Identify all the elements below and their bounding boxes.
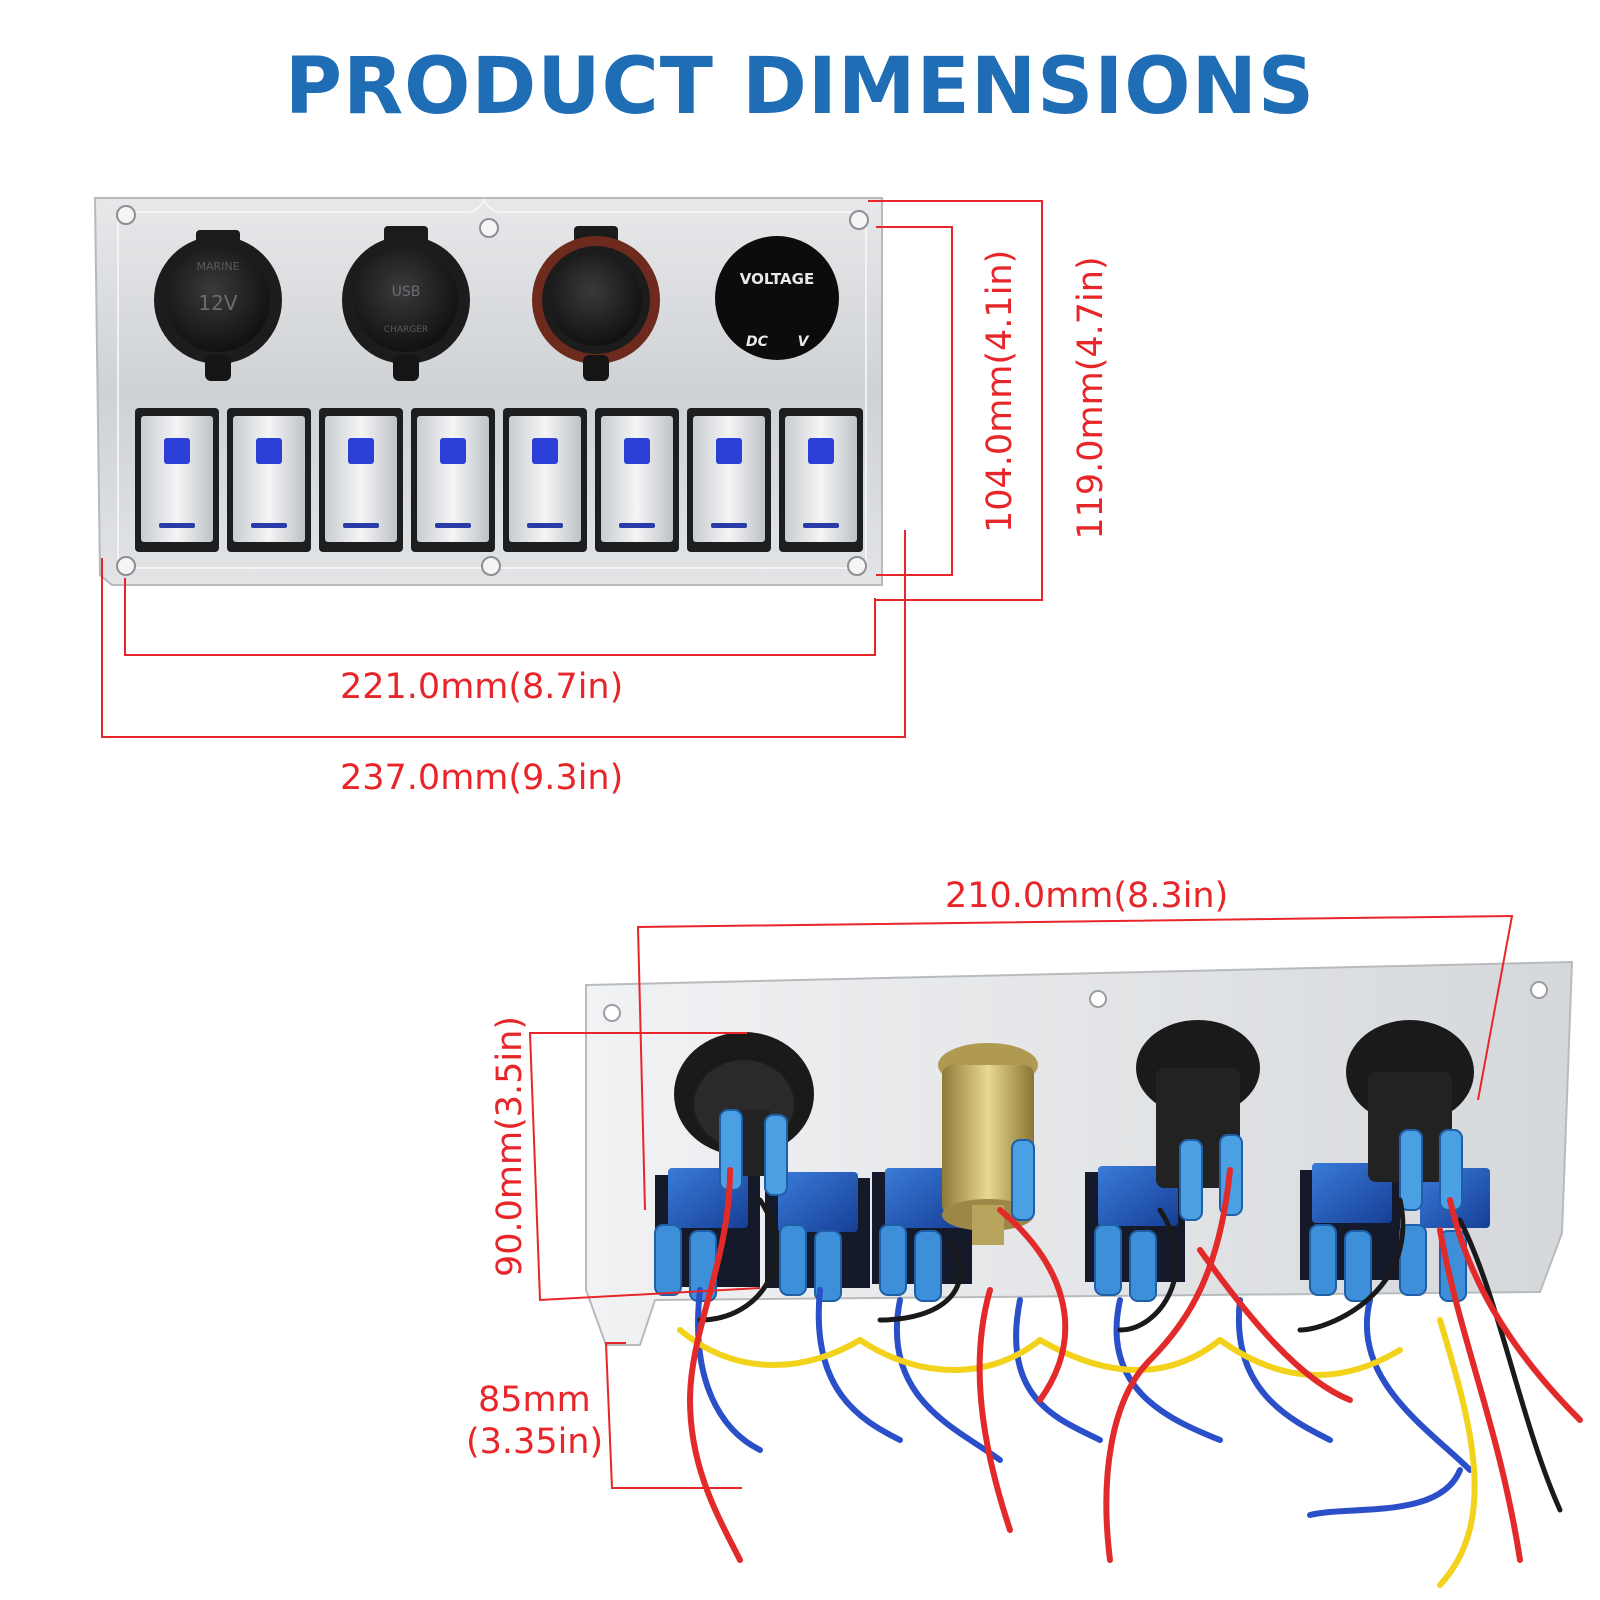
spade-terminal bbox=[879, 1224, 907, 1296]
back-panel-holes bbox=[603, 981, 1548, 1022]
switch-indicator-bar bbox=[711, 523, 747, 528]
switch-led-icon bbox=[164, 438, 190, 464]
spade-terminal bbox=[1309, 1224, 1337, 1296]
voltmeter-label: VOLTAGE bbox=[740, 270, 814, 288]
switch-led-icon bbox=[256, 438, 282, 464]
dimension-depth: 85mm bbox=[478, 1380, 591, 1420]
socket-usb-label: USB bbox=[392, 284, 421, 300]
socket-12v-label: 12V bbox=[198, 291, 237, 315]
dimension-back-height: 90.0mm(3.5in) bbox=[490, 1016, 530, 1277]
back-dimension-lines bbox=[528, 914, 1514, 1489]
socket-12v: 12V MARINE bbox=[154, 230, 282, 381]
voltmeter: VOLTAGE DC V bbox=[715, 236, 839, 360]
rocker-switch[interactable] bbox=[319, 408, 403, 552]
wiring-harness bbox=[677, 1167, 1583, 1588]
dimension-inner-height: 104.0mm(4.1in) bbox=[980, 249, 1020, 533]
panel-screw bbox=[116, 205, 869, 576]
rocker-switch-row bbox=[135, 408, 863, 552]
spade-terminal bbox=[1011, 1139, 1035, 1221]
rocker-switch[interactable] bbox=[779, 408, 863, 552]
spade-terminal bbox=[1344, 1230, 1372, 1302]
switch-indicator-bar bbox=[527, 523, 563, 528]
switch-led-icon bbox=[348, 438, 374, 464]
switch-led-icon bbox=[532, 438, 558, 464]
switch-indicator-bar bbox=[435, 523, 471, 528]
spade-terminal bbox=[1399, 1224, 1427, 1296]
dimension-outer-height: 119.0mm(4.7in) bbox=[1071, 256, 1111, 540]
rocker-switch[interactable] bbox=[503, 408, 587, 552]
dimension-back-width: 210.0mm(8.3in) bbox=[945, 876, 1229, 916]
switch-led-icon bbox=[716, 438, 742, 464]
rocker-switch[interactable] bbox=[687, 408, 771, 552]
spade-terminal bbox=[654, 1224, 682, 1296]
back-socket-12v-2 bbox=[1346, 1020, 1474, 1182]
switch-indicator-bar bbox=[251, 523, 287, 528]
spade-terminal bbox=[1399, 1129, 1423, 1211]
switch-led-icon bbox=[808, 438, 834, 464]
switch-led-icon bbox=[440, 438, 466, 464]
socket-usb-2 bbox=[532, 226, 660, 381]
socket-usb: USB CHARGER bbox=[342, 226, 470, 381]
dimension-inner-width: 221.0mm(8.7in) bbox=[340, 667, 624, 707]
rocker-switch[interactable] bbox=[227, 408, 311, 552]
switch-indicator-bar bbox=[619, 523, 655, 528]
socket-usb-ring-label: CHARGER bbox=[384, 325, 428, 335]
switch-indicator-bar bbox=[343, 523, 379, 528]
rocker-switch[interactable] bbox=[411, 408, 495, 552]
spade-terminal bbox=[1129, 1230, 1157, 1302]
spade-terminal bbox=[1179, 1139, 1203, 1221]
spade-terminal bbox=[814, 1230, 842, 1302]
page-title: PRODUCT DIMENSIONS bbox=[284, 42, 1316, 132]
spade-terminal bbox=[1094, 1224, 1122, 1296]
spade-terminal bbox=[779, 1224, 807, 1296]
switch-led-icon bbox=[624, 438, 650, 464]
switch-indicator-bar bbox=[803, 523, 839, 528]
voltmeter-dc-label: DC bbox=[746, 334, 769, 350]
dimension-depth-inches: (3.35in) bbox=[466, 1422, 604, 1462]
spade-terminal bbox=[914, 1230, 942, 1302]
switch-indicator-bar bbox=[159, 523, 195, 528]
spade-terminal bbox=[764, 1114, 788, 1196]
back-panel bbox=[585, 960, 1583, 1588]
front-dimension-lines bbox=[101, 200, 1043, 738]
rocker-switch[interactable] bbox=[135, 408, 219, 552]
rocker-switch[interactable] bbox=[595, 408, 679, 552]
socket-12v-ring-label: MARINE bbox=[196, 260, 239, 273]
voltmeter-v-label: V bbox=[798, 334, 810, 350]
dimension-outer-width: 237.0mm(9.3in) bbox=[340, 758, 624, 798]
